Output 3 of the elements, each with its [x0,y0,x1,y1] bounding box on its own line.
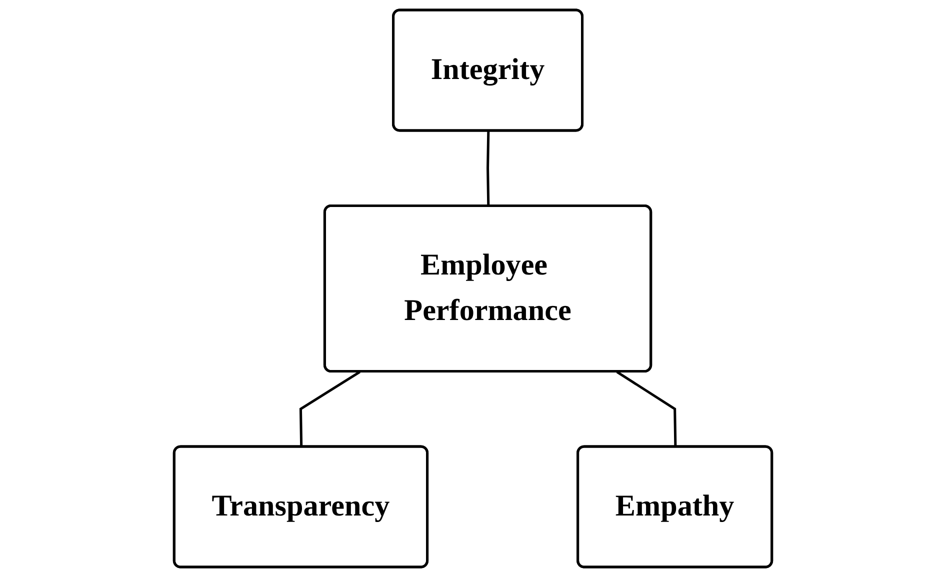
connector [299,370,360,448]
connector [486,131,490,206]
connector [616,370,677,448]
